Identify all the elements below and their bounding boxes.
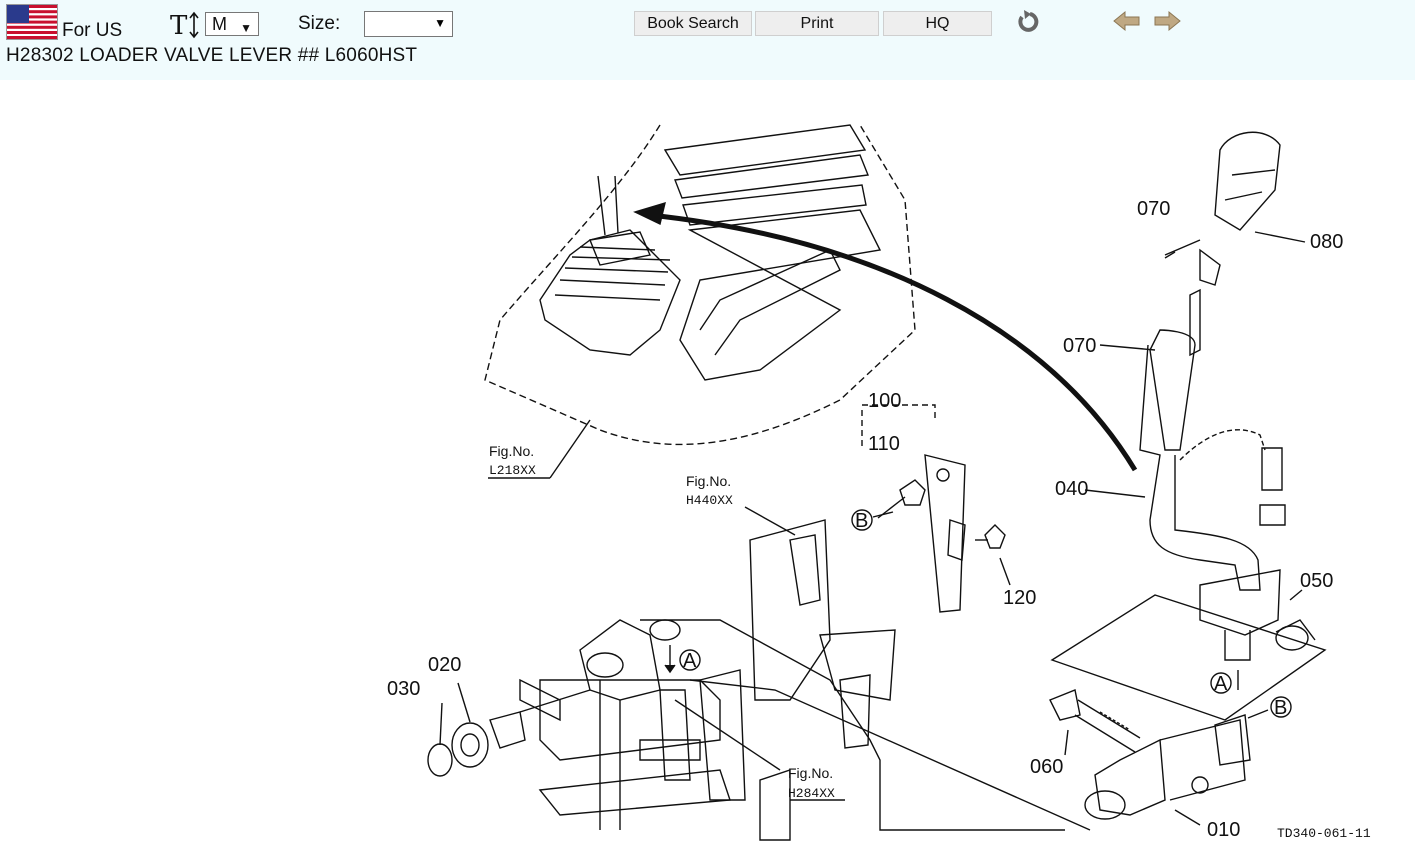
callout-080[interactable]: 080 [1310,231,1343,253]
callout-040[interactable]: 040 [1055,478,1088,500]
book-search-button[interactable]: Book Search [634,11,752,36]
page-title: H28302 LOADER VALVE LEVER ## L6060HST [6,45,418,66]
hq-button[interactable]: HQ [883,11,992,36]
size-label: Size: [298,13,341,34]
drawing-id: TD340-061-11 [1277,826,1371,841]
back-arrow-icon[interactable] [1112,10,1142,32]
fig-ref-label: Fig.No. [788,765,833,781]
marker-b: B [855,510,868,532]
diagram-lines [427,124,1327,841]
fig-ref-label: Fig.No. [686,473,731,489]
font-size-value: M [212,14,227,34]
callout-030[interactable]: 030 [387,678,420,700]
callout-050[interactable]: 050 [1300,570,1333,592]
size-select[interactable]: ▼ [364,11,453,37]
print-button[interactable]: Print [755,11,879,36]
marker-a: A [683,650,697,672]
font-size-icon: T [170,11,199,40]
callout-010[interactable]: 010 [1207,819,1240,841]
fig-ref-h284xx[interactable]: H284XX [788,786,835,801]
fig-ref-l218xx[interactable]: L218XX [489,463,536,478]
svg-text:T: T [170,11,188,40]
parts-diagram: 070 080 070 040 050 100 110 120 020 030 … [387,124,1371,841]
callout-060[interactable]: 060 [1030,756,1063,778]
marker-a: A [1214,673,1228,695]
us-flag-icon[interactable] [6,4,58,40]
chevron-down-icon: ▼ [434,16,446,30]
callout-110[interactable]: 110 [868,433,900,455]
forward-arrow-icon[interactable] [1152,10,1182,32]
callout-020[interactable]: 020 [428,654,461,676]
marker-b: B [1274,697,1287,719]
fig-ref-h440xx[interactable]: H440XX [686,493,733,508]
region-label: For US [62,20,123,41]
chevron-down-icon: ▼ [240,21,252,35]
callout-070[interactable]: 070 [1063,335,1096,357]
toolbar: For US T M ▼ Size: ▼ Book Search Print H… [0,0,1415,80]
diagram-callouts: 070 080 070 040 050 100 110 120 020 030 … [387,198,1371,841]
reload-icon[interactable] [1014,8,1042,36]
callout-090[interactable]: 070 [1137,198,1170,220]
font-size-select[interactable]: M ▼ [205,12,259,36]
fig-ref-label: Fig.No. [489,443,534,459]
callout-120[interactable]: 120 [1003,587,1036,609]
callout-100[interactable]: 100 [868,390,901,412]
